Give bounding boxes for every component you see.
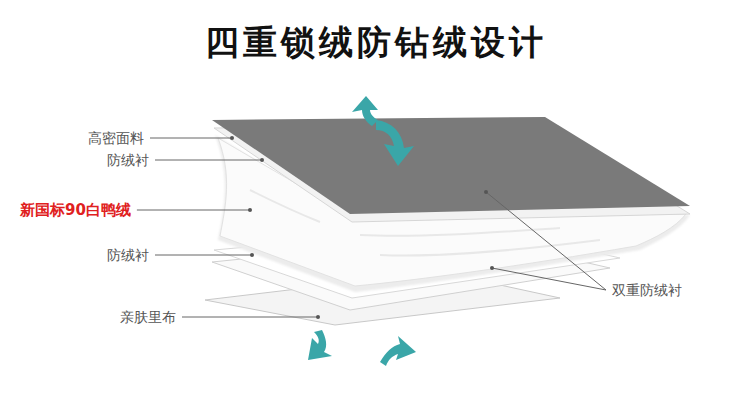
part-label: 亲肤里布 — [120, 309, 176, 326]
airflow-arrows — [308, 96, 416, 366]
arrow-down — [376, 120, 414, 166]
leader-line — [137, 210, 250, 211]
title: 四重锁绒防钻绒设计 — [205, 22, 547, 63]
leader-dot — [230, 136, 234, 140]
leader-line — [155, 160, 262, 161]
part-label: 防绒衬 — [107, 247, 149, 264]
leader-dot — [316, 315, 320, 319]
part-label: 新国标90白鸭绒 — [20, 201, 131, 219]
leader-dot — [260, 158, 264, 162]
leader-line — [155, 255, 252, 256]
leader-dot — [490, 266, 494, 270]
leader-line — [150, 138, 232, 139]
arrow-up — [352, 96, 378, 126]
leader-line — [492, 268, 606, 290]
part-label: 高密面料 — [88, 130, 144, 147]
arrow-up-bottom — [380, 336, 416, 366]
part-label: 防绒衬 — [107, 152, 149, 169]
leader-line — [486, 192, 606, 290]
leader-dot — [484, 190, 488, 194]
leader-line — [182, 317, 318, 318]
leader-dot — [250, 253, 254, 257]
shell-fabric — [212, 117, 690, 214]
part-label: 双重防绒衬 — [612, 282, 682, 299]
arrow-down-bottom — [308, 330, 332, 360]
leader-dot — [248, 208, 252, 212]
